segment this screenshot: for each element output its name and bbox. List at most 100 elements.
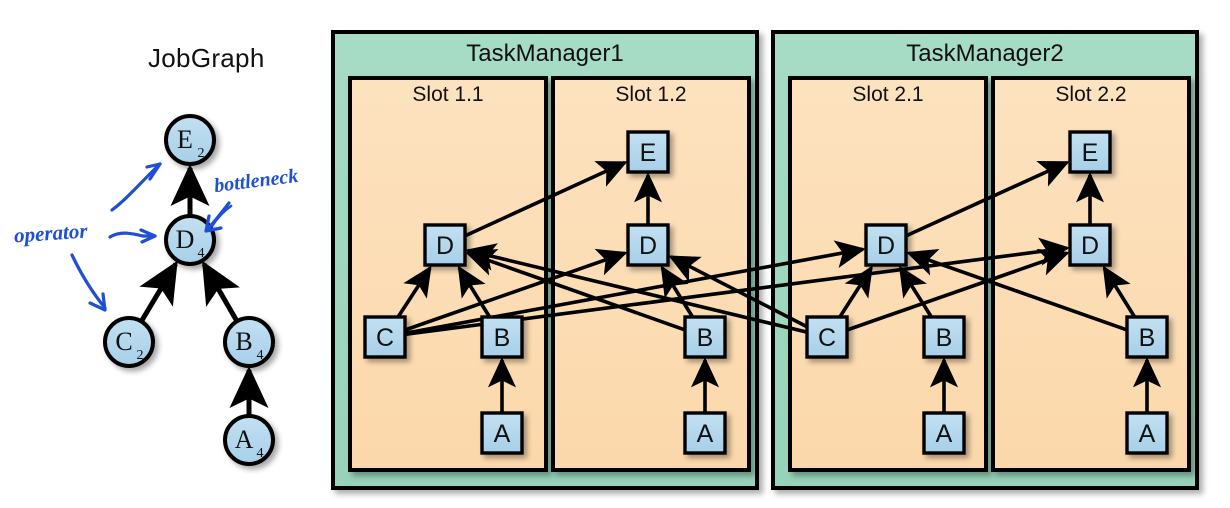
- task-box-rect: [626, 130, 670, 174]
- slot-panel: [788, 76, 988, 472]
- task-box: A: [480, 411, 524, 455]
- annotation-arrows: [70, 162, 233, 312]
- task-box: B: [1125, 315, 1169, 359]
- operator-parallelism: 4: [257, 446, 264, 461]
- operator-parallelism: 4: [257, 348, 264, 363]
- annotation-arrowhead-to-c: [88, 292, 107, 312]
- task-box-rect: [1125, 315, 1169, 359]
- task-box-rect: [864, 223, 908, 267]
- execution-edge: [660, 265, 695, 318]
- operator-label: B: [235, 327, 252, 356]
- slot-title: Slot 1.2: [615, 83, 687, 106]
- task-label: A: [494, 420, 511, 448]
- operator-label: A: [235, 425, 254, 454]
- execution-edge: [838, 265, 873, 318]
- task-box-rect: [363, 315, 407, 359]
- annotation-arrow-to-e: [110, 162, 162, 212]
- task-label: D: [639, 232, 657, 260]
- execution-edge: [457, 265, 492, 318]
- task-box: B: [480, 315, 524, 359]
- task-box-rect: [1125, 411, 1169, 455]
- task-label: B: [697, 324, 714, 352]
- task-label: B: [1139, 324, 1156, 352]
- annotation-arrowhead-bottleneck: [204, 214, 223, 233]
- execution-graph-tasks: D C B A E D B A D C B A E D B A: [363, 130, 1169, 455]
- task-label: B: [936, 324, 953, 352]
- operator-circle: [164, 114, 216, 166]
- task-box-rect: [626, 223, 670, 267]
- taskmanager-title: TaskManager2: [906, 40, 1064, 67]
- task-box: D: [626, 223, 670, 267]
- task-box: B: [683, 315, 727, 359]
- annotation-arrowhead-to-e: [145, 162, 162, 181]
- task-box: A: [683, 411, 727, 455]
- task-box: D: [423, 223, 467, 267]
- task-label: D: [877, 232, 895, 260]
- task-box: C: [363, 315, 407, 359]
- task-box: E: [626, 130, 670, 174]
- task-label: A: [936, 420, 953, 448]
- operator-circle: [223, 316, 275, 368]
- operator-circle: [103, 316, 155, 368]
- slot-panel: [348, 76, 548, 472]
- operator-label: E: [177, 125, 193, 154]
- task-label: E: [1082, 139, 1099, 167]
- execution-edge: [1102, 265, 1137, 318]
- execution-edge: [396, 265, 432, 318]
- task-box: D: [1068, 223, 1112, 267]
- taskmanager-title: TaskManager1: [466, 40, 624, 67]
- task-box-rect: [922, 411, 966, 455]
- task-box-rect: [480, 315, 524, 359]
- task-box-rect: [480, 411, 524, 455]
- annotation-arrow-bottleneck2: [210, 204, 233, 228]
- task-box-rect: [805, 315, 849, 359]
- operator-label: D: [176, 225, 195, 254]
- task-label: D: [1081, 232, 1099, 260]
- slot-title: Slot 1.1: [412, 83, 484, 106]
- task-box-rect: [1068, 130, 1112, 174]
- jobgraph-edges: [139, 163, 269, 416]
- task-box-rect: [683, 411, 727, 455]
- execution-edge: [846, 248, 1070, 332]
- page-title: JobGraph: [148, 43, 265, 73]
- task-box-rect: [423, 223, 467, 267]
- operator-label: C: [115, 327, 132, 356]
- operator-parallelism: 2: [137, 348, 144, 363]
- task-box: D: [864, 223, 908, 267]
- slot-title: Slot 2.2: [1055, 83, 1127, 106]
- task-box: A: [922, 411, 966, 455]
- task-box-rect: [922, 315, 966, 359]
- annotation-operator: operator: [13, 218, 89, 248]
- annotation-arrow-to-c: [70, 253, 107, 310]
- annotation-arrow-to-d: [108, 231, 145, 239]
- operator-parallelism: 4: [198, 246, 205, 261]
- task-box: A: [1125, 411, 1169, 455]
- task-label: C: [818, 324, 836, 352]
- task-label: E: [640, 139, 657, 167]
- task-box: C: [805, 315, 849, 359]
- task-label: D: [436, 232, 454, 260]
- execution-edge: [905, 160, 1070, 238]
- task-label: A: [1139, 420, 1156, 448]
- execution-edge: [465, 249, 686, 332]
- jobgraph-edge: [201, 260, 240, 323]
- task-label: A: [697, 420, 714, 448]
- operator-circle: [223, 414, 275, 466]
- execution-edge: [465, 243, 808, 334]
- slot-panels: [348, 76, 1191, 472]
- task-box: B: [922, 315, 966, 359]
- task-label: B: [494, 324, 511, 352]
- operator-circle: [164, 214, 216, 266]
- execution-edge: [906, 248, 1128, 332]
- operator-parallelism: 2: [198, 146, 205, 161]
- execution-edge: [898, 265, 933, 318]
- jobgraph-edge: [139, 260, 178, 323]
